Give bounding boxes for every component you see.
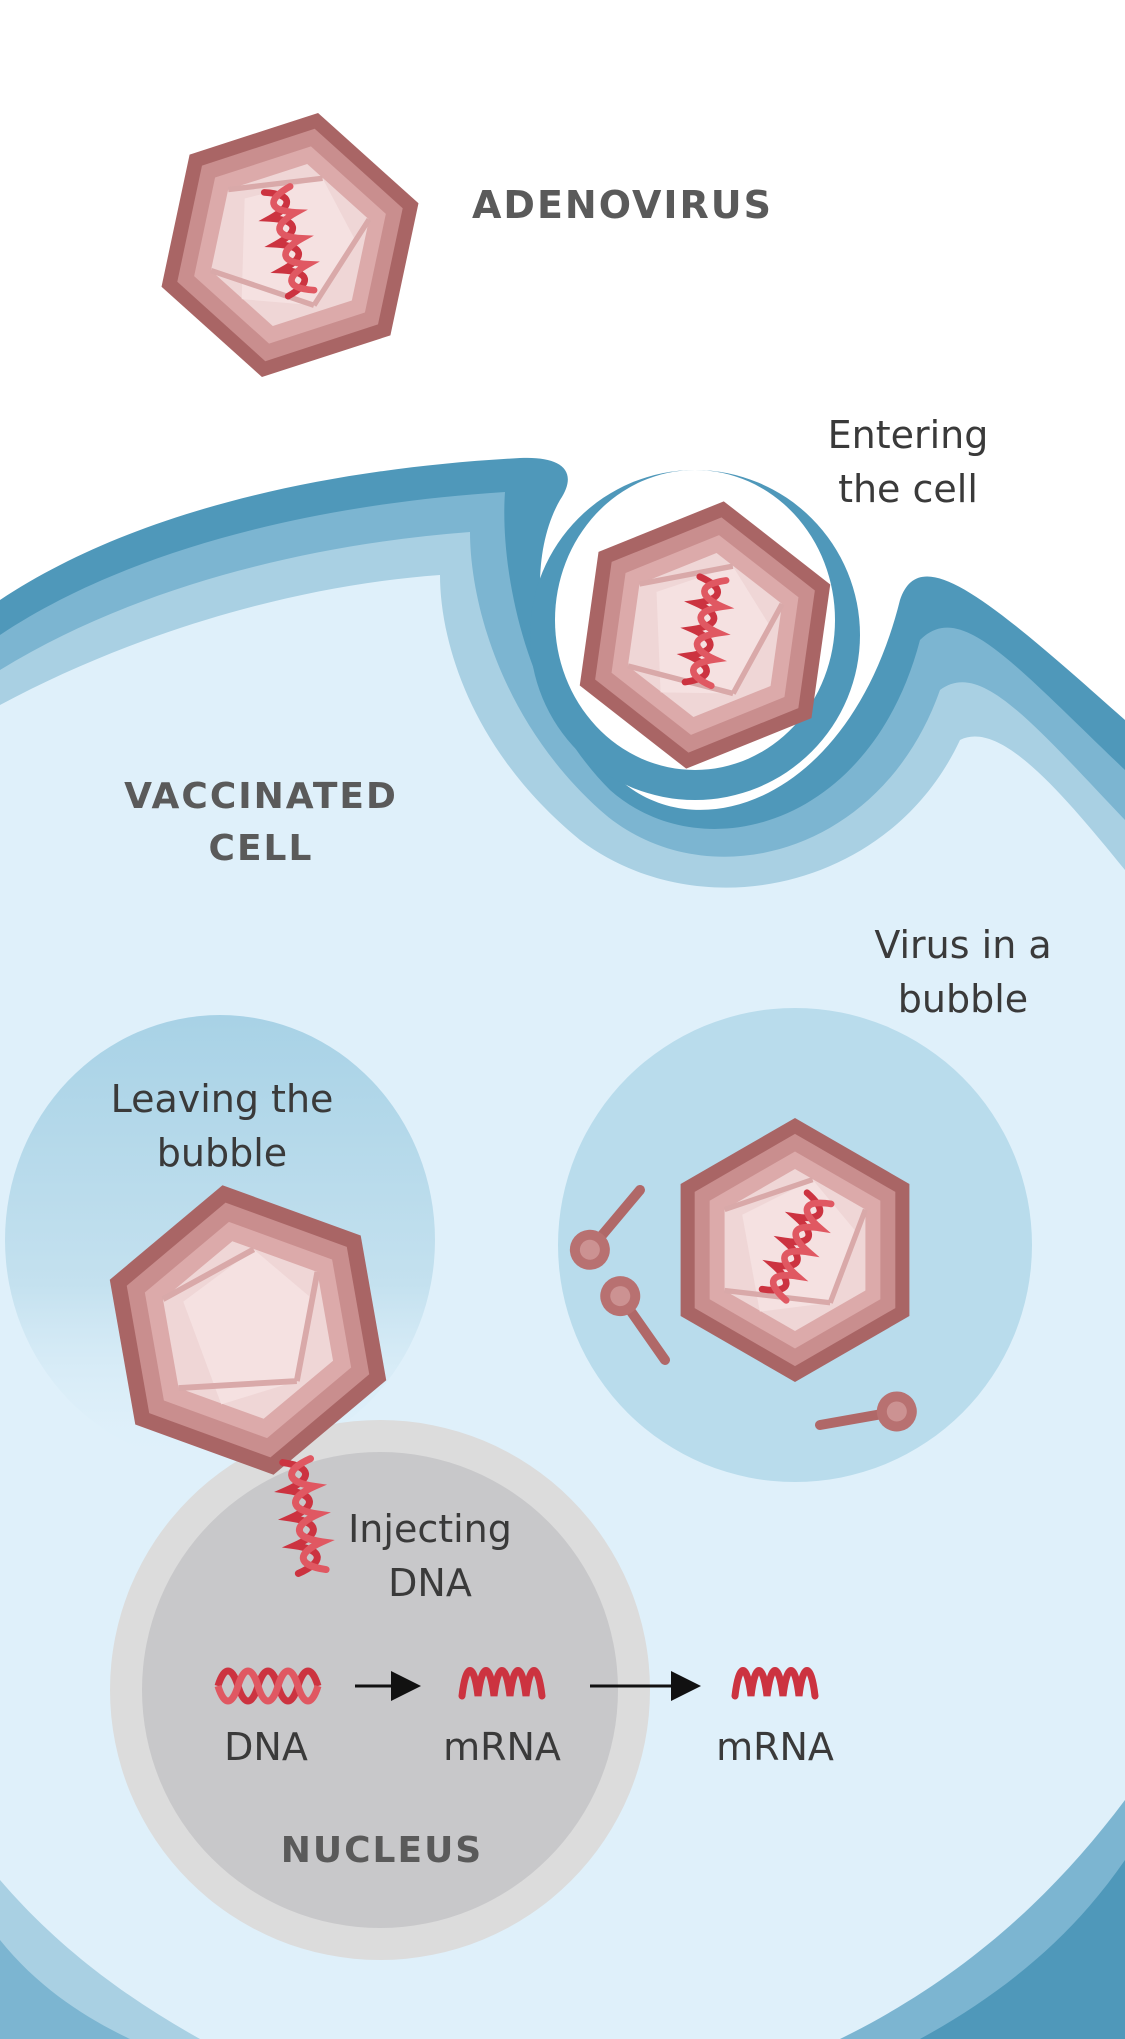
label-injecting-2: DNA	[388, 1561, 472, 1605]
dna-coil-icon	[214, 1667, 322, 1705]
label-mrna-outside: mRNA	[716, 1725, 834, 1769]
label-entering-1: Entering	[828, 413, 989, 457]
label-virus-bubble-1: Virus in a	[874, 923, 1051, 967]
label-leaving-1: Leaving the	[111, 1077, 334, 1121]
label-dna: DNA	[224, 1725, 308, 1769]
nucleus	[110, 1420, 650, 1960]
label-vaccinated-2: CELL	[209, 828, 314, 869]
mrna-coil-icon	[731, 1667, 819, 1700]
label-leaving-2: bubble	[157, 1131, 287, 1175]
label-entering-2: the cell	[838, 467, 978, 511]
label-adenovirus: ADENOVIRUS	[472, 183, 773, 227]
label-nucleus: NUCLEUS	[281, 1830, 483, 1871]
label-vaccinated-1: VACCINATED	[124, 776, 398, 817]
adenovirus-free	[147, 89, 432, 402]
label-injecting-1: Injecting	[348, 1507, 512, 1551]
label-virus-bubble-2: bubble	[898, 977, 1028, 1021]
mrna-coil-icon	[458, 1667, 546, 1700]
label-mrna-inside: mRNA	[443, 1725, 561, 1769]
